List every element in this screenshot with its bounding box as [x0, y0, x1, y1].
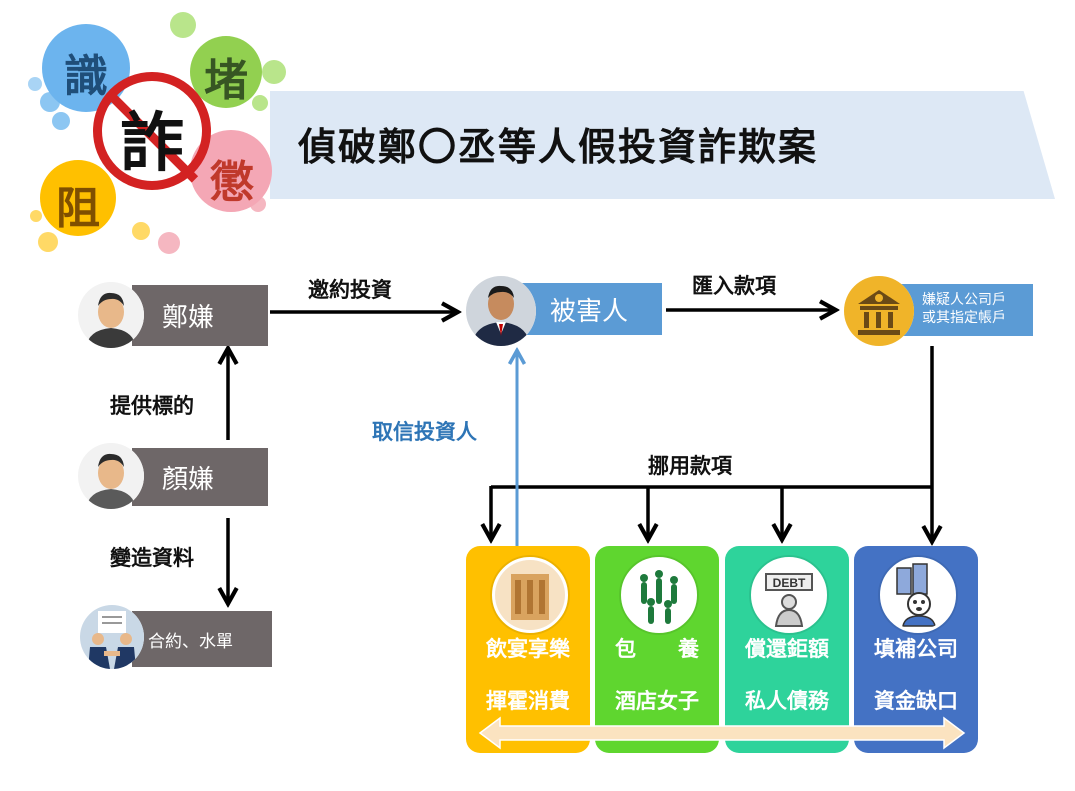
misuse-label: 挪用款項 [648, 454, 732, 478]
title-banner [270, 91, 1055, 199]
debt-icon: DEBT [751, 557, 827, 633]
card-entertainment-bottom: 揮霍消費 [486, 689, 570, 713]
card-entertainment-top: 飲宴享樂 [486, 637, 570, 661]
double-arrow-icon [478, 716, 966, 750]
suspect-yan-label: 顏嫌 [162, 464, 215, 495]
victim-label: 被害人 [550, 296, 629, 327]
account-line-2: 或其指定帳戶 [922, 310, 1006, 326]
logo-center-char: 詐 [120, 107, 184, 181]
card-company-bottom: 資金缺口 [874, 689, 958, 713]
women-icon [621, 557, 697, 633]
businessman-icon [466, 276, 536, 346]
person-avatar-icon [78, 282, 144, 348]
handshake-icon [80, 605, 144, 669]
trust-label: 取信投資人 [372, 420, 477, 444]
suspect-zheng-box: 鄭嫌 [132, 285, 268, 346]
invite-label: 邀約投資 [308, 278, 392, 302]
logo-char-4: 懲 [210, 157, 254, 208]
card-debt-top: 償還鉅額 [745, 637, 829, 661]
card-mistress-top: 包 養 [615, 637, 699, 661]
person-avatar-icon [78, 443, 144, 509]
documents-label: 合約、水單 [148, 631, 233, 652]
logo-char-1: 識 [64, 51, 108, 102]
forge-label: 變造資料 [110, 546, 194, 570]
card-debt-bottom: 私人債務 [745, 689, 829, 713]
logo-char-2: 堵 [204, 55, 248, 106]
provide-label: 提供標的 [110, 394, 194, 418]
account-line-1: 嫌疑人公司戶 [922, 292, 1006, 308]
stressed-person-icon [880, 557, 956, 633]
card-mistress-bottom: 酒店女子 [615, 689, 699, 713]
building-icon [492, 557, 568, 633]
bank-icon [844, 276, 914, 346]
victim-box: 被害人 [522, 283, 662, 335]
page-title: 偵破鄭〇丞等人假投資詐欺案 [298, 125, 819, 169]
card-company-top: 填補公司 [874, 637, 958, 661]
svg-text:DEBT: DEBT [773, 576, 806, 590]
logo-char-3: 阻 [56, 183, 100, 234]
prohibition-icon [93, 72, 211, 190]
documents-box: 合約、水單 [132, 611, 272, 667]
transfer-label: 匯入款項 [692, 274, 776, 298]
suspect-yan-box: 顏嫌 [132, 448, 268, 506]
suspect-zheng-label: 鄭嫌 [162, 303, 215, 333]
